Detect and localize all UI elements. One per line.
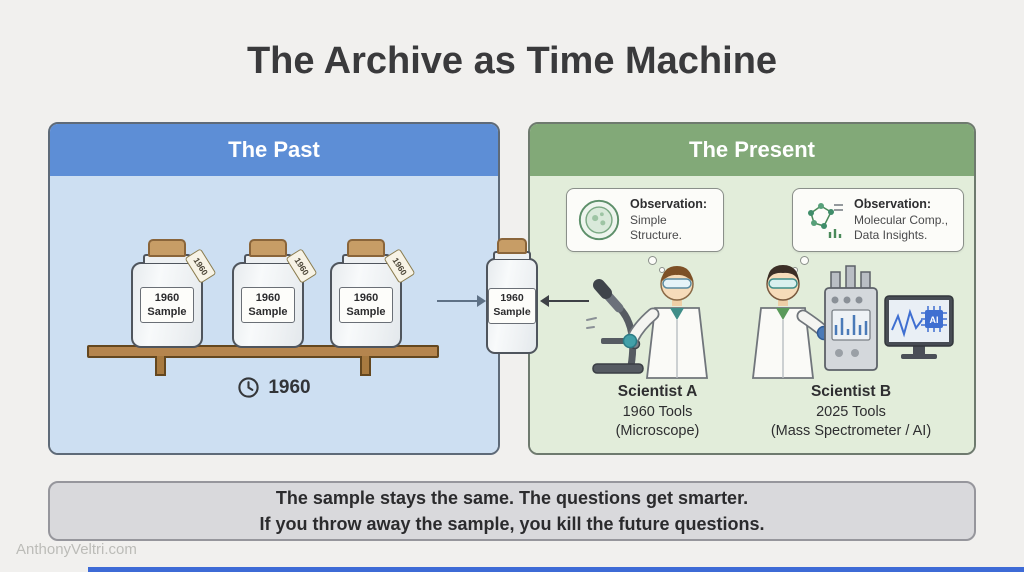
jar-body: 1960 Sample: [486, 258, 538, 354]
scientist-b-scene: AI: [751, 265, 954, 379]
glove-icon: [622, 333, 638, 349]
clock-icon: [238, 377, 260, 398]
hair-icon: [661, 266, 693, 282]
observation-box-b: Observation: Molecular Comp., Data Insig…: [792, 188, 964, 252]
jar-label-year: 1960: [500, 292, 524, 305]
watermark: AnthonyVeltri.com: [16, 541, 137, 558]
page-title: The Archive as Time Machine: [246, 40, 778, 82]
shelf-leg: [360, 356, 371, 376]
ai-chip-icon: AI: [921, 306, 947, 332]
sample-jar-2: 1960 Sample 1960: [232, 239, 318, 348]
arrow-head-right-icon: [477, 295, 486, 307]
footer-line2: If you throw away the sample, you kill t…: [259, 513, 765, 534]
scientist-b-label: Scientist B 2025 Tools (Mass Spectromete…: [742, 382, 960, 442]
footer-line1: The sample stays the same. The questions…: [275, 488, 749, 509]
observation-b-line1: Molecular Comp.,: [854, 212, 949, 227]
footer-message: The sample stays the same. The questions…: [48, 481, 976, 541]
bottom-accent-bar: [88, 567, 1024, 572]
scientist-a-label: Scientist A 1960 Tools (Microscope): [575, 382, 740, 442]
arrow-line: [437, 300, 478, 302]
jar-label-word: Sample: [248, 306, 288, 318]
sample-jar-3: 1960 Sample 1960: [330, 239, 416, 348]
present-panel: The Present Observation: Simple Structur…: [528, 122, 976, 455]
jar-cork: [249, 239, 287, 257]
jar-label-year: 1960: [353, 291, 379, 304]
jar-body: 1960 Sample: [330, 262, 402, 348]
year-indicator: 1960: [50, 376, 498, 399]
arrow-present-to-sample: [540, 295, 590, 307]
present-panel-body: Observation: Simple Structure.: [530, 176, 974, 453]
observation-b-line2: Data Insights.: [854, 227, 928, 242]
present-panel-header: The Present: [530, 124, 974, 176]
jar-label-word: Sample: [493, 306, 531, 318]
center-sample-jar: 1960 Sample: [486, 238, 538, 354]
hair-icon: [767, 265, 799, 284]
arrow-line: [548, 300, 589, 302]
cell-structure-icon: [578, 199, 620, 241]
jar-label-year: 1960: [255, 291, 281, 304]
scientist-a-figure: [622, 266, 709, 379]
jar-body: 1960 Sample: [131, 262, 203, 348]
safety-glasses-icon: [662, 278, 692, 289]
scientist-b-tools: 2025 Tools: [816, 403, 886, 420]
molecule-icon: [808, 203, 843, 238]
shelf-leg: [155, 356, 166, 376]
jar-label: 1960 Sample: [140, 286, 194, 324]
scientist-a-scene: [586, 266, 709, 379]
sample-jar-1: 1960 Sample 1960: [131, 239, 217, 348]
jar-cork: [148, 239, 186, 257]
scientist-b-figure: [751, 265, 832, 379]
thought-dot: [648, 256, 657, 265]
scientist-a-name: Scientist A: [617, 383, 698, 400]
observation-a-text: Observation: Simple Structure.: [630, 197, 707, 243]
jar-label: 1960 Sample: [339, 286, 393, 324]
jar-label-word: Sample: [346, 306, 386, 318]
ai-chip-label: AI: [930, 315, 939, 325]
thought-dot: [800, 256, 809, 265]
observation-a-title: Observation:: [630, 197, 708, 212]
jar-tag-text: 1960: [292, 255, 311, 277]
jar-tag-text: 1960: [390, 255, 409, 277]
safety-glasses-icon: [768, 278, 798, 289]
thought-dot: [659, 267, 665, 273]
past-panel-body: 1960 Sample 1960 1960 Sample 1960: [50, 176, 498, 453]
observation-b-text: Observation: Molecular Comp., Data Insig…: [854, 197, 948, 243]
past-panel-header: The Past: [50, 124, 498, 176]
observation-box-a: Observation: Simple Structure.: [566, 188, 724, 252]
ai-monitor-icon: AI: [884, 295, 954, 359]
scientist-a-tools: 1960 Tools: [622, 403, 693, 420]
jar-label-word: Sample: [147, 306, 187, 318]
motion-dashes-icon: [586, 317, 597, 329]
year-label: 1960: [268, 376, 311, 398]
arrow-past-to-sample: [437, 295, 486, 307]
scientist-b-name: Scientist B: [810, 383, 892, 400]
jar-label-year: 1960: [154, 291, 180, 304]
past-panel: The Past 1960 Sample 1960: [48, 122, 500, 455]
jar-cork: [347, 239, 385, 257]
arrow-head-left-icon: [540, 295, 549, 307]
mass-spectrometer-icon: [824, 265, 878, 371]
scientist-a-detail: (Microscope): [615, 423, 700, 440]
scientist-b-detail: (Mass Spectrometer / AI): [770, 423, 932, 440]
observation-b-title: Observation:: [854, 197, 932, 212]
observation-a-line2: Structure.: [630, 227, 683, 242]
jar-body: 1960 Sample: [232, 262, 304, 348]
jar-tag-text: 1960: [191, 255, 210, 277]
jar-label: 1960 Sample: [241, 286, 295, 324]
observation-a-line1: Simple: [630, 212, 667, 227]
jar-cork: [497, 238, 527, 254]
jar-label: 1960 Sample: [488, 288, 536, 324]
